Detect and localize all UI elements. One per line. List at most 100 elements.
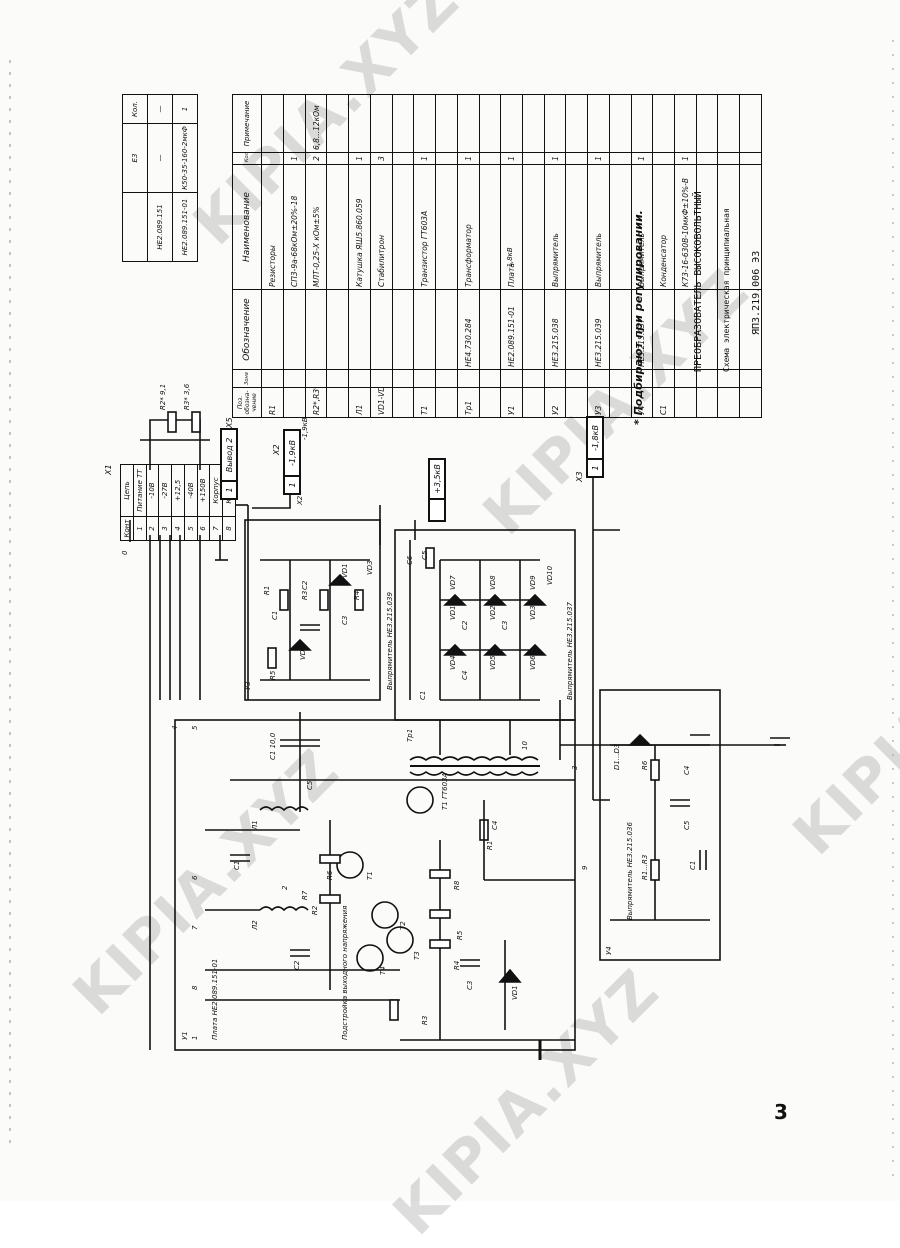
parts-list-table: Поз. обозна-чение Зона Обозначение Наиме… <box>232 94 762 418</box>
connector-x1-label: Х1 <box>104 464 113 475</box>
component-label: T1 <box>366 871 374 880</box>
cell-designation <box>522 289 545 370</box>
cell-note <box>587 94 610 153</box>
cell-zone <box>435 369 458 388</box>
header-zone: Зона <box>232 369 262 388</box>
variant-table: Е3 Кол. НЕ2.089.151 — — НЕ2.089.151-01 К… <box>122 94 198 262</box>
cell-qty <box>522 152 545 165</box>
table-cell <box>122 192 148 262</box>
plug-pin: 1 <box>588 458 602 476</box>
cell-name: Резисторы <box>261 164 284 290</box>
plug-ref: Х2 <box>272 444 281 455</box>
cell-qty: 2 <box>305 152 327 165</box>
cell-zone <box>370 369 393 388</box>
plug-net: Вывод 2 <box>224 437 234 473</box>
cell-note <box>283 94 306 153</box>
cell-note <box>717 94 740 153</box>
cell-qty <box>435 152 458 165</box>
document-code: ЯП3.219.006 Э3 <box>751 250 762 335</box>
component-label: T3 <box>413 951 421 960</box>
header-contact: Конт <box>120 516 134 541</box>
document-subtitle: Схема электрическая принципиальная <box>722 208 731 372</box>
component-label: У1 <box>181 1031 189 1040</box>
cell-name: Конденсатор <box>652 164 675 290</box>
cell-position <box>392 387 414 418</box>
component-label: VD9 <box>529 575 537 590</box>
plug-x3: 1 -1,8кВ <box>586 416 604 478</box>
plug-net: -1,8кВ <box>590 425 600 451</box>
cell-name: Стабилитрон <box>370 164 393 290</box>
cell-qty: 1 <box>587 152 610 165</box>
cell-name: Выпрямитель <box>587 164 610 290</box>
component-label: Плата НЕ2.089.151-01 <box>211 958 219 1040</box>
component-label: R2 <box>311 905 319 915</box>
cell-note <box>544 94 566 153</box>
table-cell: Кол. <box>122 94 148 124</box>
parts-table-header: Поз. обозна-чение Зона Обозначение Наиме… <box>232 94 262 418</box>
cell-zone <box>587 369 610 388</box>
cell-name <box>609 164 632 290</box>
cell-designation <box>479 289 501 370</box>
plug-ref: Х3 <box>575 471 584 482</box>
cell-position <box>479 387 501 418</box>
plug-x2: 1 -1,9кВ <box>283 429 301 495</box>
cell-zone <box>717 369 740 388</box>
cell-zone <box>326 369 349 388</box>
cell-note: 6,8...12кОм <box>305 94 327 153</box>
cell-note <box>609 94 632 153</box>
component-label: VD5 <box>489 655 497 670</box>
plug-x5: 1 Вывод 2 <box>220 428 238 500</box>
cell-position: У1 <box>500 387 523 418</box>
cell-note <box>326 94 349 153</box>
component-label: 10 <box>521 741 529 750</box>
cell-note <box>479 94 501 153</box>
cell-position <box>674 387 697 418</box>
cell-note <box>370 94 393 153</box>
table-cell: — <box>147 94 173 124</box>
component-label: 1 <box>191 1035 199 1040</box>
connector-contact: 6 <box>197 516 210 541</box>
cell-position: VD1-VD3 <box>370 387 393 418</box>
connector-contact: 8 <box>222 516 236 541</box>
component-label: C4 <box>461 670 469 680</box>
cell-name <box>435 164 458 290</box>
cell-position: У3 <box>587 387 610 418</box>
connector-row: 2-10В <box>146 464 159 541</box>
component-label: R6 <box>641 760 649 770</box>
cell-note <box>500 94 523 153</box>
cell-designation <box>565 289 588 370</box>
cell-zone <box>413 369 436 388</box>
cell-qty <box>479 152 501 165</box>
component-label: 3 <box>571 765 579 770</box>
component-label: T2 <box>399 921 407 930</box>
cell-qty: 3 <box>370 152 393 165</box>
cell-note <box>739 94 762 153</box>
cell-name <box>392 164 414 290</box>
component-label: C1 <box>271 610 279 620</box>
component-label: VD7 <box>449 575 457 590</box>
component-label: VD4 <box>449 655 457 670</box>
cell-position <box>609 387 632 418</box>
cell-position <box>696 387 718 418</box>
component-label: VD2 <box>299 645 307 660</box>
cell-qty <box>739 152 762 165</box>
cell-qty <box>717 152 740 165</box>
cell-zone <box>674 369 697 388</box>
cell-name: МЛТ-0,25-Х кОм±5% <box>305 164 327 290</box>
component-label: 0 <box>121 550 129 555</box>
cell-position: R1 <box>261 387 284 418</box>
connector-contact: 5 <box>184 516 198 541</box>
component-label: Л1 <box>251 820 259 830</box>
component-label: Л2 <box>251 920 259 930</box>
cell-zone <box>479 369 501 388</box>
component-label: C2 <box>293 960 301 970</box>
component-label: R6 <box>326 870 334 880</box>
table-row: R1 Резисторы <box>261 94 284 418</box>
